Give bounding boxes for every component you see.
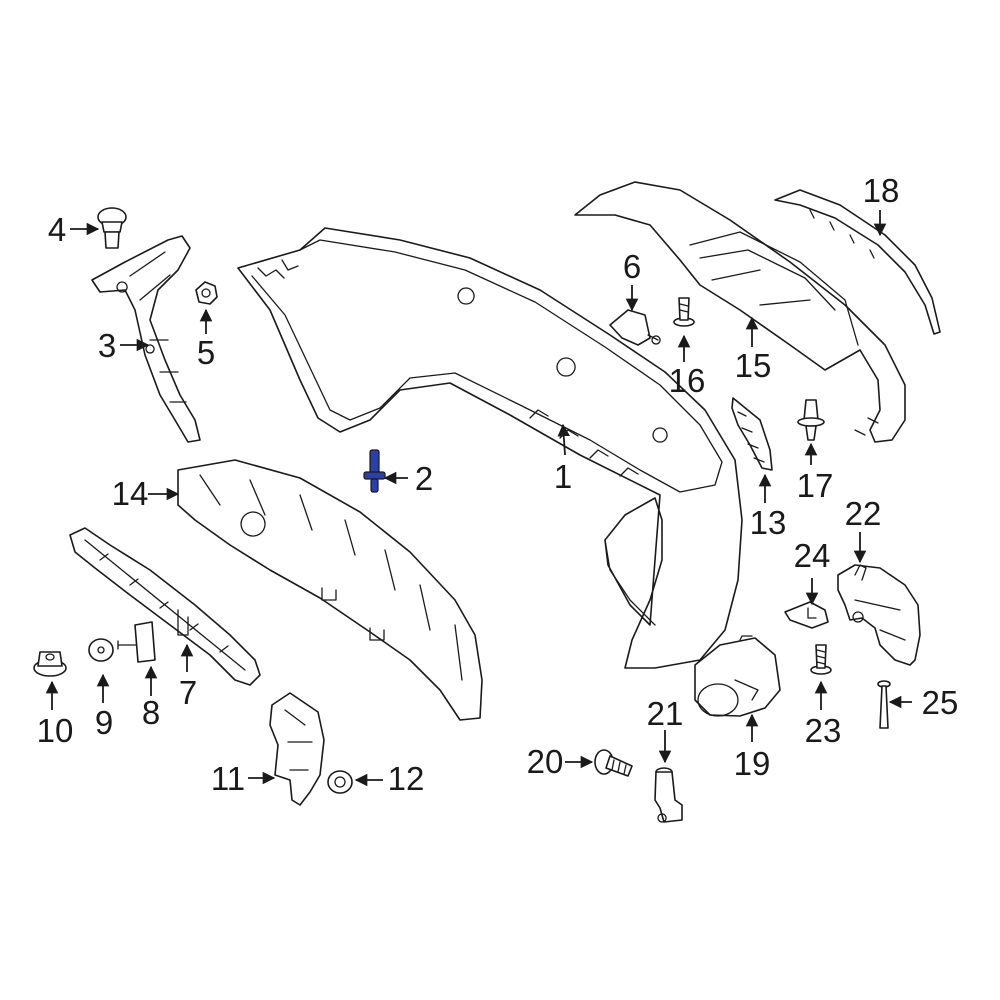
leader-1 [557,423,571,456]
callout-18: 18 [863,172,900,209]
part-9-washer[interactable] [88,638,114,662]
part-16-screw[interactable] [673,297,695,327]
part-20-bolt[interactable] [594,749,633,777]
callout-3: 3 [98,327,116,364]
part-17-rivet-clip[interactable] [797,399,825,441]
part-14-energy-absorber[interactable] [177,459,483,721]
part-8-stud-bracket[interactable] [117,621,156,663]
callout-8: 8 [142,694,160,731]
part-10-flange-nut[interactable] [33,651,67,677]
callout-20: 20 [527,743,564,780]
part-4-push-pin[interactable] [97,207,127,249]
callout-11: 11 [211,760,245,797]
callout-13: 13 [750,504,787,541]
part-25-rivet[interactable] [877,680,891,729]
callout-labels: 1 2 3 4 5 6 7 8 9 10 11 12 13 14 15 16 1… [37,172,959,797]
callout-2: 2 [415,460,433,497]
part-15-diffuser-panel[interactable] [574,181,906,443]
callout-1: 1 [554,458,572,495]
callout-5: 5 [197,334,215,371]
part-1-bumper-cover[interactable] [237,227,743,669]
part-22-mounting-bracket[interactable] [837,564,921,666]
callout-19: 19 [734,745,771,782]
part-7-lower-bracket[interactable] [69,527,261,686]
callout-17: 17 [797,467,834,504]
part-2-pin-clip[interactable] [363,449,386,493]
callout-10: 10 [37,712,74,749]
leader-arrows [45,210,912,787]
callout-16: 16 [669,362,706,399]
part-19-sensor-housing[interactable] [694,635,781,717]
part-21-parking-sensor[interactable] [654,767,683,823]
callout-25: 25 [922,684,959,721]
part-11-mounting-bracket[interactable] [269,692,325,806]
callout-15: 15 [735,347,772,384]
callout-6: 6 [623,248,641,285]
callout-24: 24 [794,537,831,574]
callout-14: 14 [112,475,149,512]
callout-9: 9 [95,704,113,741]
callout-7: 7 [179,674,197,711]
part-23-screw[interactable] [810,644,832,675]
callout-4: 4 [48,211,66,248]
callout-12: 12 [388,760,425,797]
callout-21: 21 [647,695,684,732]
part-13-reflector-bracket[interactable] [731,397,773,471]
part-5-clip-nut[interactable] [195,281,218,305]
part-18-trim-molding[interactable] [774,189,941,335]
callout-23: 23 [805,712,842,749]
part-24-clip-nut[interactable] [784,601,829,629]
callout-22: 22 [845,495,882,532]
part-12-nut[interactable] [327,770,353,794]
